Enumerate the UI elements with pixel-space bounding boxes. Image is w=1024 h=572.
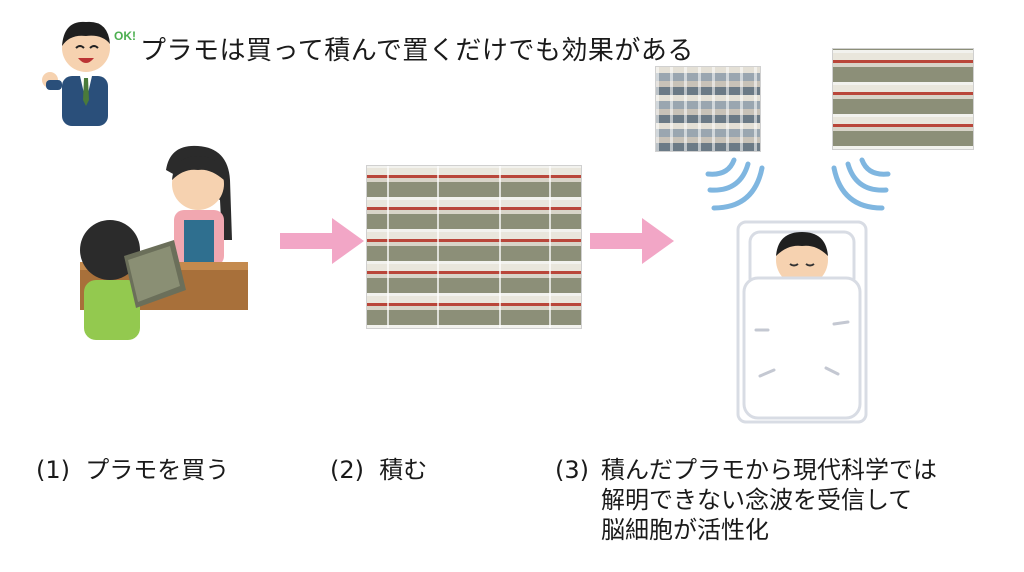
- arrow-right-icon: [590, 218, 674, 264]
- step-3-line-3: 脳細胞が活性化: [601, 516, 769, 544]
- step-2-label: 積む: [379, 456, 428, 484]
- arrow-right-icon: [280, 218, 364, 264]
- sleeping-person-illustration: [736, 220, 868, 424]
- kit-shelf-photo-right: [832, 48, 974, 150]
- radio-wave-icon: [831, 157, 891, 211]
- step-1-number: (1): [36, 456, 70, 484]
- step-1-label: プラモを買う: [85, 456, 230, 484]
- page-title: プラモは買って積んで置くだけでも効果がある: [140, 36, 694, 66]
- ok-badge: OK!: [114, 29, 136, 43]
- step-3-line-2: 解明できない念波を受信して: [601, 486, 913, 514]
- step-3-number: (3): [555, 456, 589, 484]
- radio-wave-icon: [705, 157, 765, 211]
- step-1-caption: (1) プラモを買う: [36, 455, 229, 485]
- stacked-kits-photo: [366, 165, 582, 329]
- step-2-number: (2): [330, 456, 364, 484]
- shop-purchase-illustration: [80, 145, 248, 340]
- businessman-ok-icon: OK!: [42, 21, 136, 126]
- kit-shelf-photo-left: [655, 66, 761, 152]
- step-2-caption: (2) 積む: [330, 455, 427, 485]
- step-3-line-1: 積んだプラモから現代科学では: [601, 456, 937, 484]
